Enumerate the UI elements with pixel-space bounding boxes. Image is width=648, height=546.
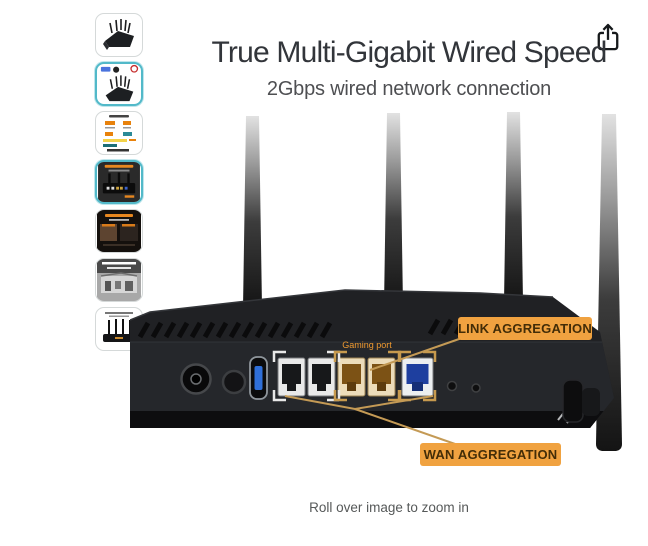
three-builds-thumb-art: [97, 210, 141, 252]
image-subtitle: 2Gbps wired network connection: [266, 78, 552, 100]
antenna-hinge: [562, 379, 584, 423]
vent-slats-left: [137, 321, 333, 339]
thumbnail-spec-sheet[interactable]: [95, 111, 143, 155]
rear-panel-thumb-art: [98, 162, 140, 202]
router-angled-thumb-art: [103, 19, 134, 50]
router-badges-thumb-art: [100, 64, 139, 102]
wps-button: [446, 380, 458, 392]
thumbnail-three-builds[interactable]: [95, 209, 143, 253]
lan-ports-1-2: [277, 357, 336, 397]
wan-aggregation-badge: WAN AGGREGATION: [420, 443, 561, 466]
port-group-brackets: [272, 350, 437, 402]
link-aggregation-badge: LINK AGGREGATION: [458, 317, 592, 340]
coverage-thumb-art: [97, 259, 141, 301]
thumbnail-coverage[interactable]: [95, 258, 143, 302]
thumbnail-router-angled[interactable]: [95, 13, 143, 57]
thumbnail-router-badges[interactable]: [95, 62, 143, 106]
gaming-port-label: Gaming port: [342, 340, 392, 350]
antenna-1: [243, 116, 262, 308]
image-title: True Multi-Gigabit Wired Speed: [211, 36, 607, 69]
wan-port: [401, 357, 434, 397]
dc-jack-pin: [190, 373, 202, 385]
share-button[interactable]: [594, 22, 622, 52]
antenna-hinge-cap: [582, 388, 600, 416]
antenna-3: [504, 112, 523, 302]
antenna-2: [384, 113, 403, 306]
spec-sheet-thumb-art: [103, 115, 136, 152]
headline-block: True Multi-Gigabit Wired Speed 2Gbps wir…: [170, 36, 648, 101]
top-ridge-highlight: [130, 289, 554, 321]
usb-tongue: [254, 366, 263, 390]
zoom-hint: Roll over image to zoom in: [309, 500, 469, 515]
main-product-image[interactable]: Gaming port LINK AGGREGATION WAN AGGREGA…: [130, 108, 648, 480]
thumbnail-rear-panel[interactable]: [95, 160, 143, 204]
share-icon: [597, 23, 619, 51]
router-rear-panel-illustration: Gaming port: [130, 112, 622, 453]
reset-hole: [471, 383, 481, 393]
power-button: [221, 369, 247, 395]
